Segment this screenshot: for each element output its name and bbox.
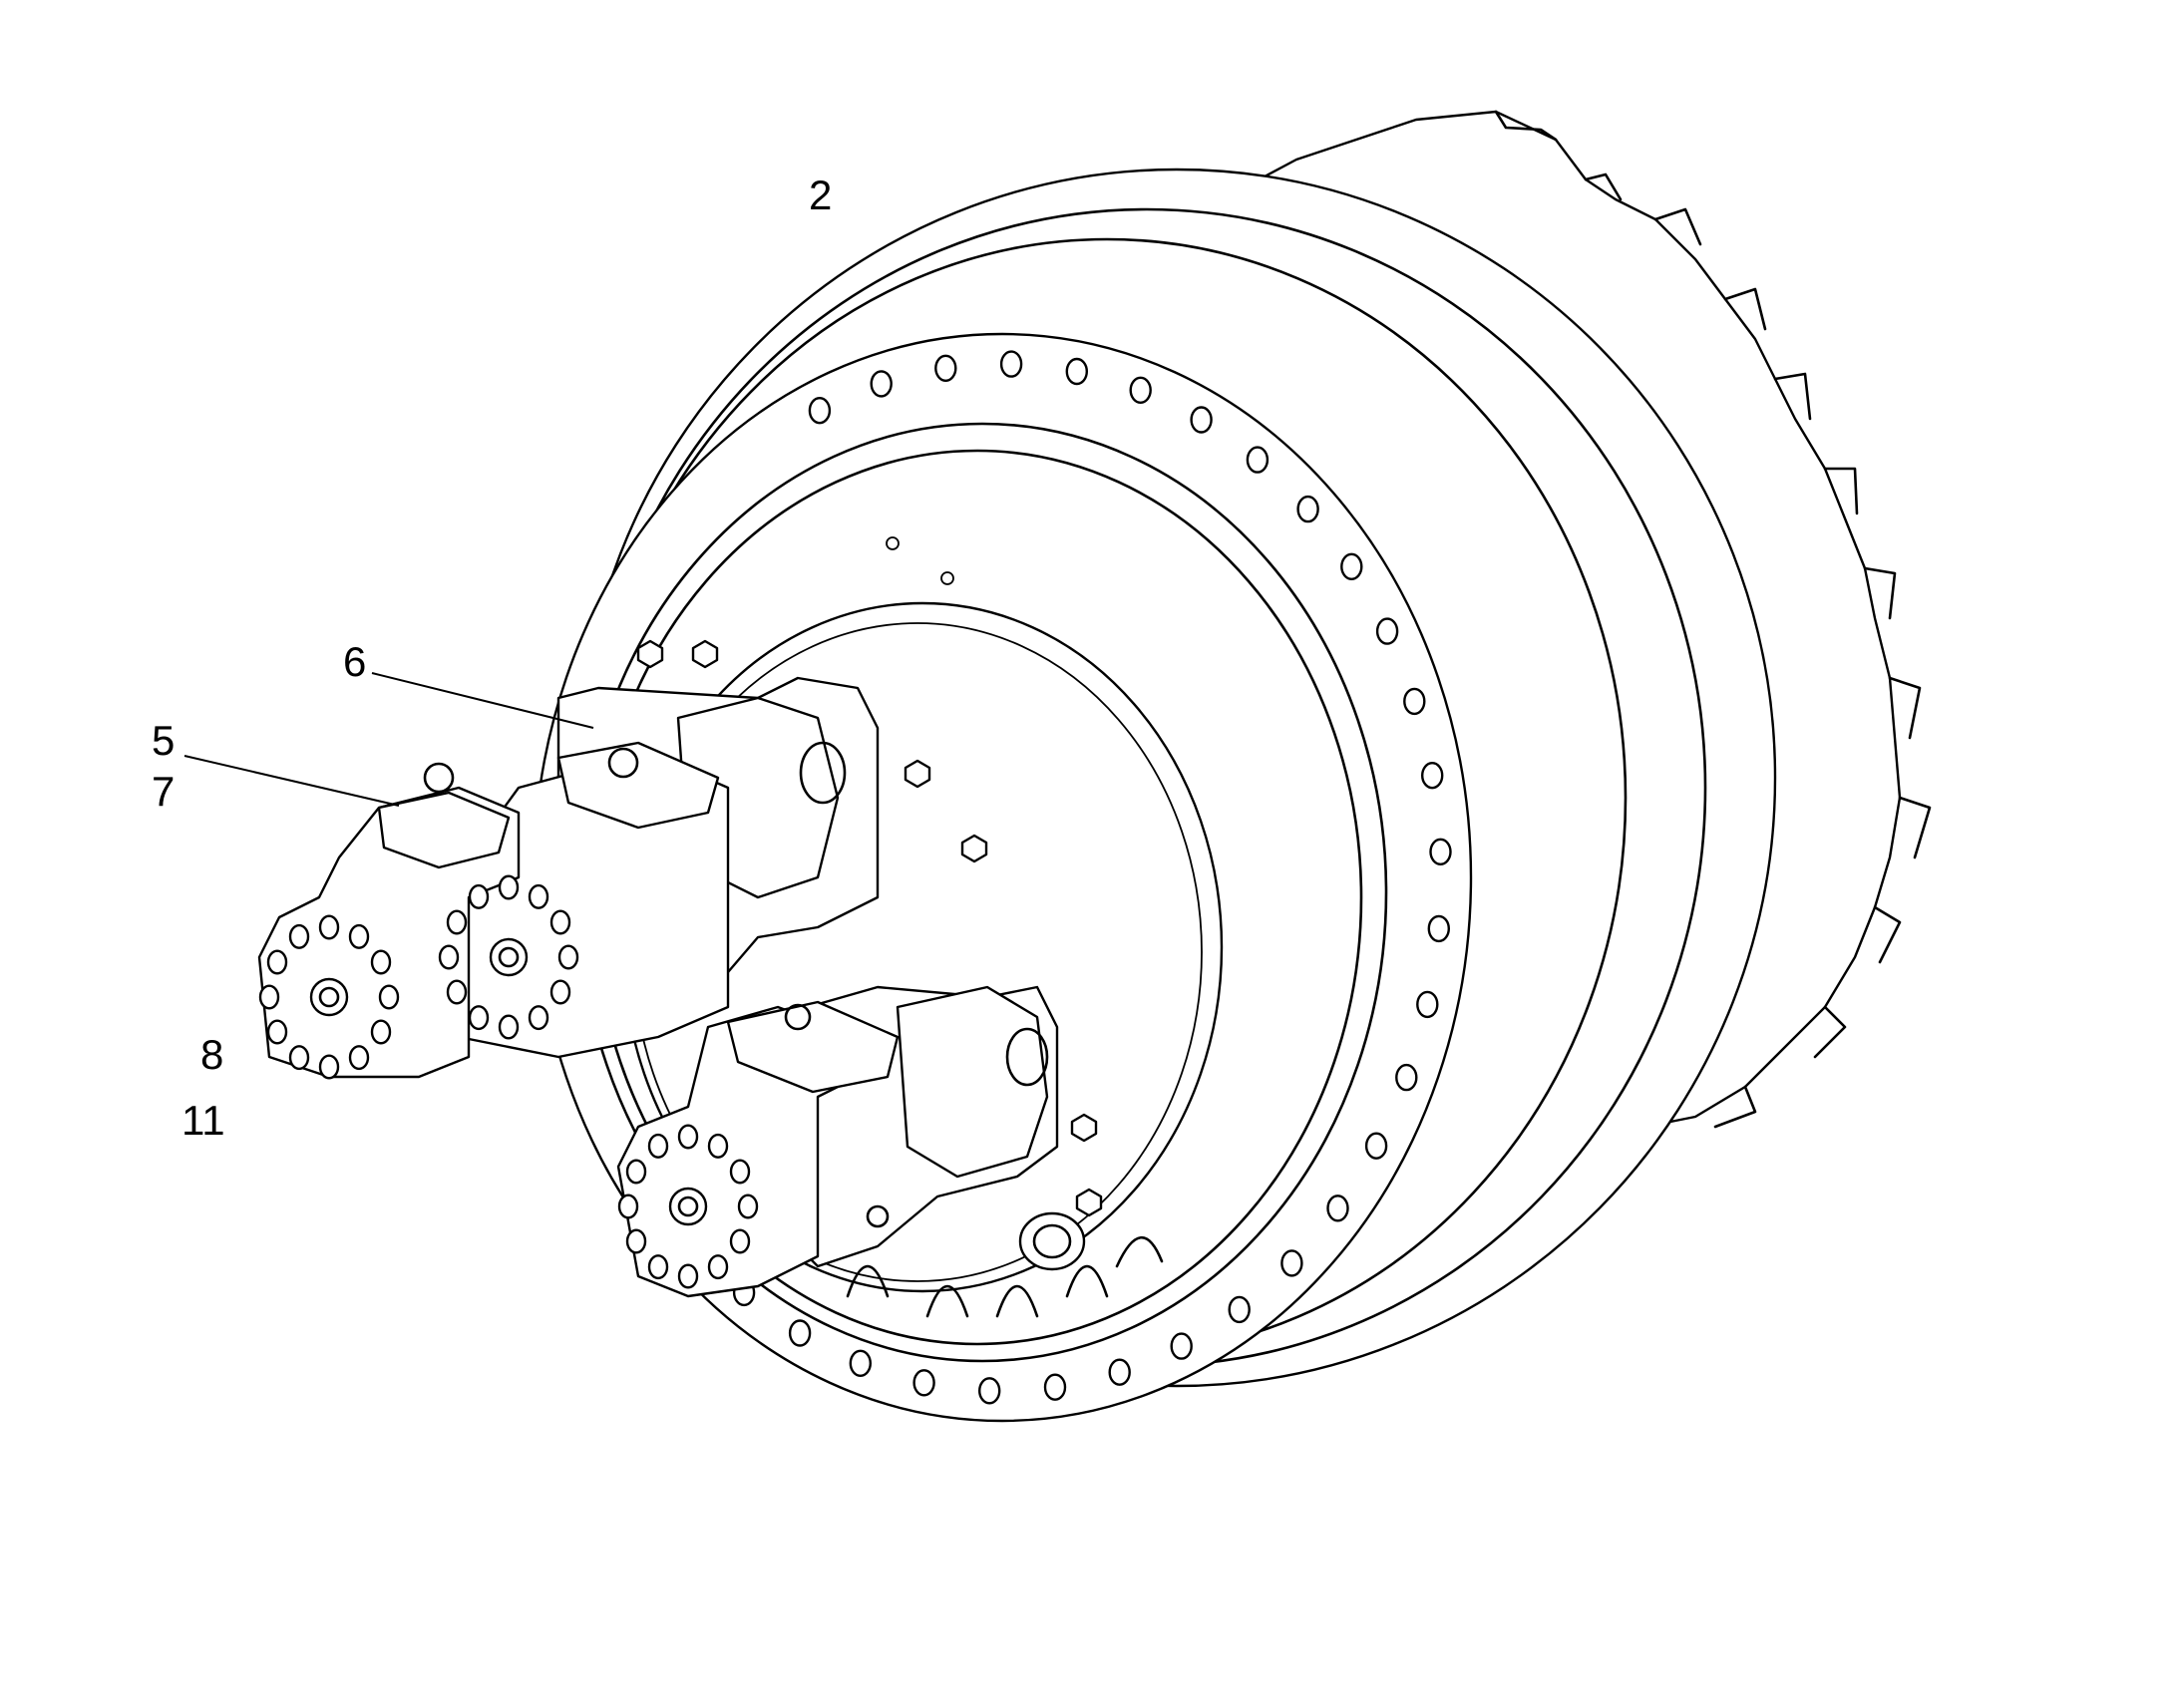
bolt-hole bbox=[549, 909, 571, 935]
bolt-hole bbox=[978, 1377, 1001, 1405]
bolt-hole bbox=[1395, 1063, 1418, 1092]
bolt-hole bbox=[468, 883, 490, 909]
bolt-hole bbox=[1170, 1332, 1193, 1360]
bolt-hole bbox=[318, 914, 340, 940]
bolt-hole bbox=[1364, 1132, 1388, 1160]
callout-11: 11 bbox=[182, 1097, 225, 1144]
bolt-hole bbox=[912, 1369, 935, 1397]
bolt-hole bbox=[1043, 1373, 1067, 1401]
bolt-hole bbox=[1246, 446, 1270, 474]
bolt-hole bbox=[498, 1014, 520, 1040]
callout-6: 6 bbox=[343, 638, 366, 685]
valve-plate-a bbox=[377, 791, 511, 869]
flange-bolt-holes bbox=[682, 350, 1452, 1405]
bolt-hole bbox=[528, 1005, 549, 1031]
bolt-hole bbox=[438, 944, 460, 970]
bolt-hole bbox=[625, 1159, 647, 1185]
bolt-hole bbox=[446, 909, 468, 935]
bolt-hole bbox=[549, 979, 571, 1005]
bolt-hole bbox=[370, 949, 392, 975]
bolt-hole bbox=[647, 1254, 669, 1280]
bolt-hole bbox=[1129, 376, 1152, 404]
bolt-hole bbox=[729, 1159, 751, 1185]
bolt-hole bbox=[498, 874, 520, 900]
bolt-hole bbox=[258, 984, 280, 1010]
bolt-hole bbox=[1427, 914, 1451, 943]
valve-plate-c bbox=[726, 1000, 900, 1094]
bolt-hole bbox=[677, 1263, 699, 1289]
bolt-hole bbox=[528, 883, 549, 909]
leader-6 bbox=[371, 672, 594, 729]
bolt-hole bbox=[849, 1349, 872, 1378]
bolt-hole bbox=[446, 979, 468, 1005]
bolt-hole bbox=[707, 1133, 729, 1159]
callout-8: 8 bbox=[200, 1031, 223, 1078]
bolt-hole bbox=[1429, 838, 1452, 865]
bolt-hole bbox=[266, 949, 288, 975]
bolt-hole bbox=[1190, 406, 1213, 434]
bolt-hole bbox=[266, 1019, 288, 1045]
bolt-hole bbox=[934, 354, 957, 382]
bolt-hole bbox=[557, 944, 579, 970]
bolt-hole bbox=[1296, 495, 1319, 523]
bolt-hole bbox=[870, 370, 893, 398]
bolt-hole bbox=[707, 1254, 729, 1280]
bolt-hole bbox=[999, 350, 1023, 378]
pump-b-bolt-ring bbox=[438, 874, 579, 1040]
callout-7: 7 bbox=[152, 768, 175, 815]
pump-c-bolt-ring bbox=[617, 1124, 759, 1289]
valve-plate-b bbox=[556, 741, 720, 830]
bolt-hole bbox=[468, 1005, 490, 1031]
bolt-hole bbox=[788, 1319, 812, 1347]
bolt-hole bbox=[617, 1194, 639, 1219]
bolt-hole bbox=[1403, 687, 1426, 716]
bolt-hole bbox=[1340, 552, 1363, 580]
hub-hex-bolts bbox=[636, 536, 1103, 1217]
bolt-hole bbox=[288, 923, 310, 949]
pump-a-bolt-ring bbox=[258, 914, 400, 1080]
drain-plug bbox=[1018, 1211, 1086, 1271]
bolt-hole bbox=[370, 1019, 392, 1045]
bolt-hole bbox=[1228, 1295, 1251, 1324]
lower-motor-assembly bbox=[616, 985, 1059, 1298]
callout-2: 2 bbox=[809, 171, 832, 218]
bolt-hole bbox=[348, 1045, 370, 1071]
bolt-hole bbox=[288, 1045, 310, 1071]
bolt-hole bbox=[677, 1124, 699, 1150]
bolt-hole bbox=[1416, 990, 1439, 1019]
bolt-hole bbox=[378, 984, 400, 1010]
bolt-hole bbox=[318, 1054, 340, 1080]
bolt-hole bbox=[625, 1228, 647, 1254]
bolt-hole bbox=[1280, 1249, 1303, 1277]
hub-cutouts bbox=[846, 1235, 1164, 1318]
bolt-hole bbox=[1326, 1195, 1349, 1222]
bolt-hole bbox=[1420, 762, 1444, 790]
bolt-hole bbox=[808, 397, 832, 425]
lower-motor-body bbox=[896, 985, 1049, 1179]
bolt-hole bbox=[1108, 1358, 1131, 1386]
callout-5: 5 bbox=[152, 717, 175, 764]
bolt-hole bbox=[1375, 617, 1399, 645]
upper-motor-assembly bbox=[257, 676, 880, 1080]
bolt-hole bbox=[729, 1228, 751, 1254]
gear-teeth bbox=[1494, 110, 1932, 1129]
bolt-hole bbox=[647, 1133, 669, 1159]
leader-5 bbox=[183, 755, 400, 807]
bolt-hole bbox=[1065, 357, 1089, 386]
bolt-hole bbox=[348, 923, 370, 949]
bolt-hole bbox=[737, 1194, 759, 1219]
